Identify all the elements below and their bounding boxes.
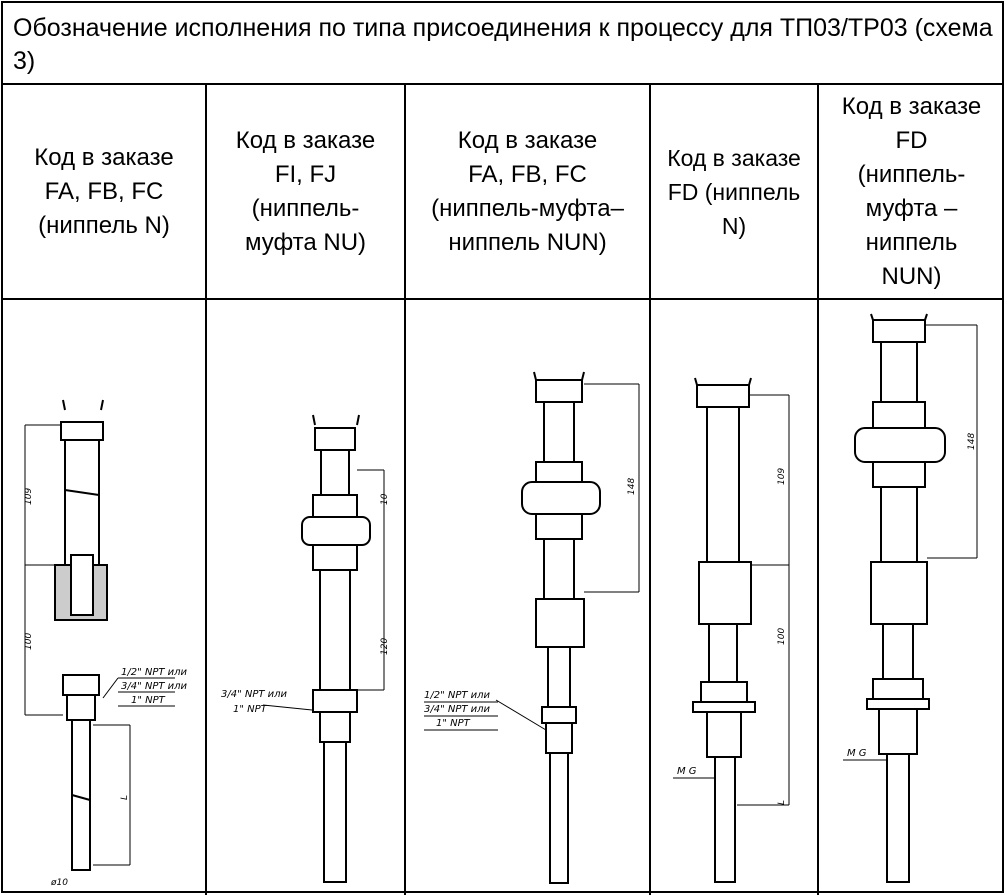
column-divider	[817, 85, 819, 895]
column-divider	[404, 85, 406, 895]
dim-label: 120	[380, 638, 390, 655]
column-divider	[205, 85, 207, 895]
nipple-n-pipe-drawing: 109 100 L 1/2" NPT или 3/4" NPT или 1" N…	[24, 399, 188, 888]
column-header-5: Код в заказе FD (ниппель- муфта – ниппел…	[841, 93, 982, 290]
nun-fd-drawing: 148 M G	[843, 313, 978, 883]
dim-label: L	[120, 795, 130, 800]
thread-label: 3/4" NPT или	[424, 704, 491, 715]
thread-label: 1/2" NPT или	[424, 690, 491, 701]
dim-label: 148	[967, 433, 977, 450]
column-divider	[649, 85, 651, 895]
thread-label: M G	[677, 766, 697, 777]
dia-label: ø10	[50, 878, 68, 888]
thread-label: 1" NPT	[436, 718, 471, 729]
thread-label: 1" NPT	[233, 704, 268, 715]
nipple-coupling-nipple-nun-drawing: 148 1/2" NPT или 3/4" NPT или 1" NPT	[424, 371, 640, 884]
column-header-1: Код в заказе FA, FB, FC (ниппель N)	[34, 143, 174, 239]
dim-label: 109	[24, 488, 34, 505]
dim-label: 10	[380, 493, 390, 505]
nipple-coupling-nu-drawing: 10 120 3/4" NPT или 1" NPT	[221, 414, 390, 883]
dim-label: 148	[627, 478, 637, 495]
thread-label: 3/4" NPT или	[221, 689, 288, 700]
header-divider	[3, 298, 1004, 300]
thread-label: 3/4" NPT или	[121, 681, 188, 692]
column-header-3: Код в заказе FA, FB, FC (ниппель-муфта– …	[431, 126, 624, 256]
thread-label: 1" NPT	[131, 695, 166, 706]
dim-label: L	[777, 800, 787, 805]
column-header-4: Код в заказе FD (ниппель N)	[667, 144, 801, 239]
nipple-n-fd-drawing: 109 100 L M G	[673, 377, 790, 883]
dim-label: 100	[24, 633, 34, 650]
page-title: Обозначение исполнения по типа присоедин…	[3, 3, 1004, 85]
dim-label: 109	[777, 468, 787, 485]
column-header-2: Код в заказе FI, FJ (ниппель- муфта NU)	[235, 126, 376, 256]
dim-label: 100	[777, 628, 787, 645]
thread-label: M G	[847, 748, 867, 759]
thread-label: 1/2" NPT или	[121, 667, 188, 678]
